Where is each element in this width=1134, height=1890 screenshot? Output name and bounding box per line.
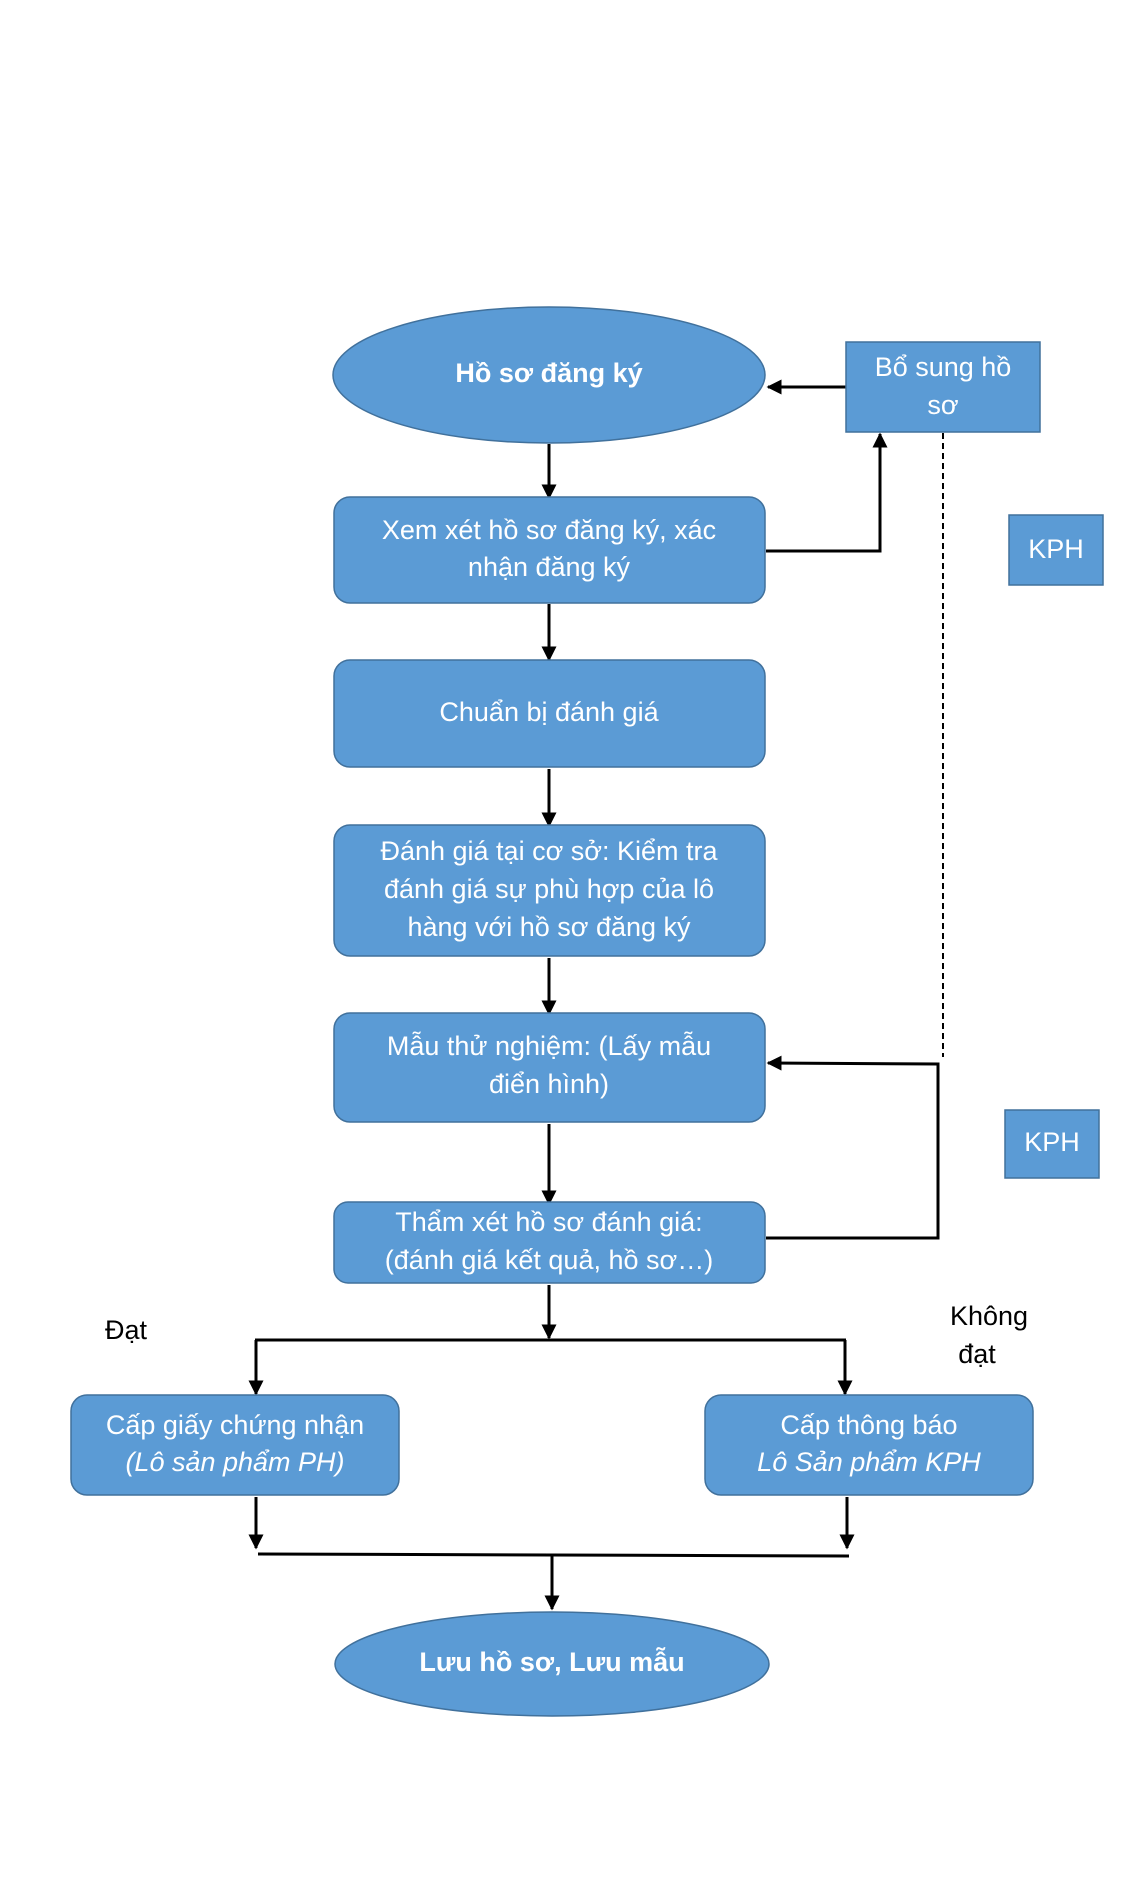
node-sample-line1: Mẫu thử nghiệm: (Lấy mẫu xyxy=(387,1030,711,1061)
node-notice: Cấp thông báo Lô Sản phẩm KPH xyxy=(704,1394,1034,1496)
connectors xyxy=(248,379,944,1611)
node-certificate: Cấp giấy chứng nhận (Lô sản phẩm PH) xyxy=(70,1394,400,1496)
node-review: Xem xét hồ sơ đăng ký, xác nhận đăng ký xyxy=(333,496,766,604)
node-kph-top-label: KPH xyxy=(1028,534,1084,564)
node-kph-bottom-label: KPH xyxy=(1024,1127,1080,1157)
node-appraise-line1: Thẩm xét hồ sơ đánh giá: xyxy=(395,1207,702,1237)
node-appraise: Thẩm xét hồ sơ đánh giá: (đánh giá kết q… xyxy=(333,1201,766,1284)
label-fail-line2: đạt xyxy=(958,1339,996,1369)
node-end: Lưu hồ sơ, Lưu mẫu xyxy=(334,1611,770,1717)
node-supplement: Bổ sung hồ sơ xyxy=(845,341,1041,433)
node-start-label: Hồ sơ đăng ký xyxy=(455,358,642,388)
arrow-appraise-to-sample-loop xyxy=(766,1055,940,1240)
node-start: Hồ sơ đăng ký xyxy=(332,306,766,444)
node-sample: Mẫu thử nghiệm: (Lấy mẫu điển hình) xyxy=(333,1012,766,1123)
node-appraise-line2: (đánh giá kết quả, hồ sơ…) xyxy=(385,1245,713,1275)
node-kph-bottom: KPH xyxy=(1004,1109,1100,1179)
node-supplement-line1: Bổ sung hồ xyxy=(875,352,1012,382)
arrow-review-to-supplement xyxy=(766,432,888,553)
node-prepare: Chuẩn bị đánh giá xyxy=(333,659,766,768)
node-kph-top: KPH xyxy=(1008,514,1104,586)
node-supplement-line2: sơ xyxy=(927,390,958,420)
node-review-line1: Xem xét hồ sơ đăng ký, xác xyxy=(382,515,716,545)
node-notice-line2: Lô Sản phẩm KPH xyxy=(757,1447,981,1477)
node-notice-line1: Cấp thông báo xyxy=(780,1410,957,1440)
node-certificate-line2: (Lô sản phẩm PH) xyxy=(125,1447,344,1477)
label-pass: Đạt xyxy=(105,1315,148,1345)
node-onsite-line2: đánh giá sự phù hợp của lô xyxy=(384,874,714,904)
node-certificate-line1: Cấp giấy chứng nhận xyxy=(106,1410,364,1440)
node-review-line2: nhận đăng ký xyxy=(468,552,631,582)
node-end-label: Lưu hồ sơ, Lưu mẫu xyxy=(419,1646,684,1677)
node-onsite: Đánh giá tại cơ sở: Kiểm tra đánh giá sự… xyxy=(333,824,766,957)
node-onsite-line1: Đánh giá tại cơ sở: Kiểm tra xyxy=(380,836,718,866)
node-onsite-line3: hàng với hồ sơ đăng ký xyxy=(407,912,691,942)
node-sample-line2: điển hình) xyxy=(489,1069,609,1099)
label-fail-line1: Không xyxy=(950,1301,1028,1331)
node-prepare-label: Chuẩn bị đánh giá xyxy=(439,697,659,727)
